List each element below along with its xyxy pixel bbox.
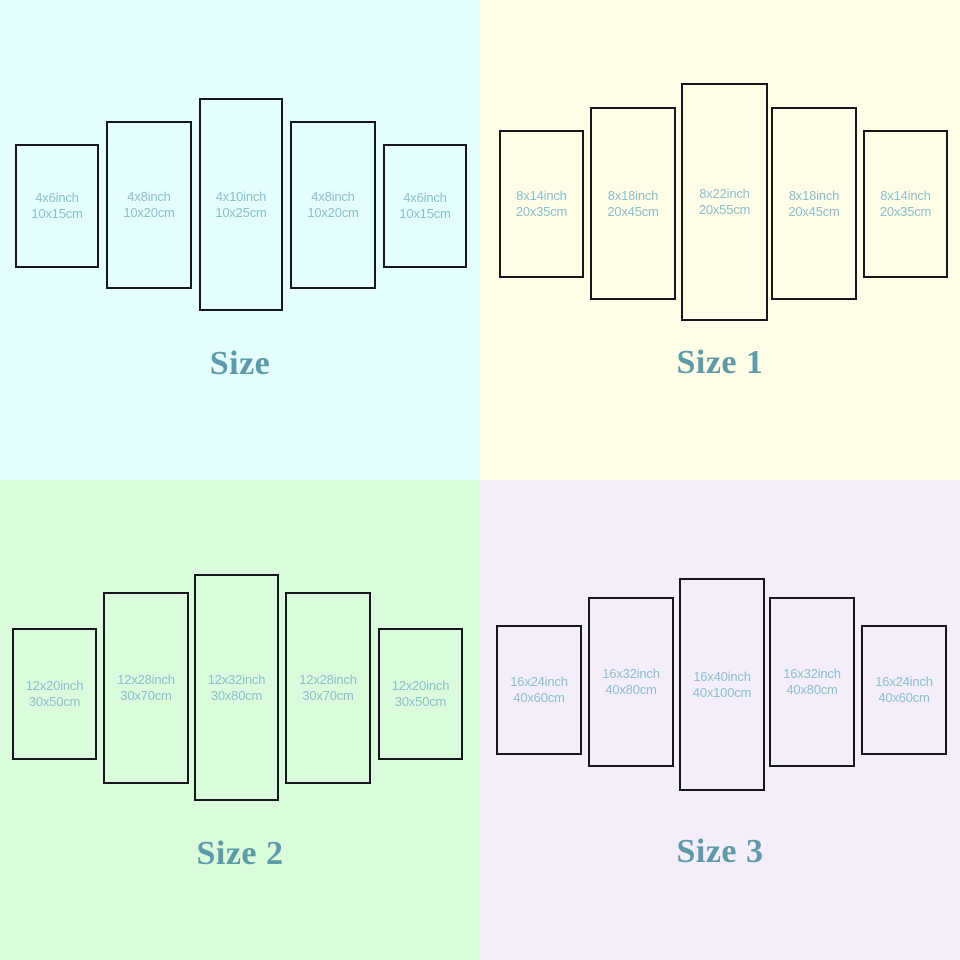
panel-size-inch: 8x14inch <box>516 188 567 204</box>
panel-size-cm: 10x20cm <box>123 205 175 220</box>
panel-size-inch: 12x32inch <box>207 671 266 687</box>
panel-size-cm: 30x80cm <box>210 687 263 703</box>
panel-size-cm: 40x60cm <box>878 690 930 705</box>
panel-size-cm: 10x20cm <box>307 205 359 220</box>
panel-size-inch: 16x40inch <box>693 668 751 684</box>
panel-size-inch: 16x24inch <box>510 674 568 690</box>
panel-size-inch: 12x28inch <box>117 672 175 688</box>
panel-size-inch: 4x8inch <box>127 189 171 205</box>
panel-size-cm: 10x25cm <box>215 204 267 220</box>
panel-size-inch: 12x20inch <box>391 678 450 694</box>
panel-size-cm: 10x15cm <box>399 206 451 221</box>
panel-size-cm: 20x35cm <box>515 204 568 219</box>
panel-size-cm: 40x60cm <box>513 690 565 705</box>
panel-size-cm: 30x50cm <box>394 694 447 709</box>
panel-size-cm: 20x55cm <box>698 202 751 217</box>
panel-size-cm: 10x15cm <box>31 206 83 221</box>
panel-size-inch: 16x32inch <box>783 666 841 682</box>
panel-size-cm: 40x80cm <box>786 682 838 697</box>
panel-size-inch: 12x20inch <box>25 678 84 694</box>
panel-size-inch: 4x8inch <box>311 189 355 205</box>
quadrant-title-size-1: Size 1 <box>676 344 764 381</box>
quadrant-title-size-2: Size 2 <box>196 835 284 872</box>
panel-size-inch: 8x18inch <box>607 187 659 203</box>
panel-size-cm: 40x80cm <box>605 682 657 697</box>
panel-size-cm: 20x35cm <box>879 204 932 219</box>
panel-size-cm: 30x70cm <box>120 688 172 703</box>
panel-size-inch: 16x32inch <box>602 666 660 682</box>
panel-size-inch: 16x24inch <box>875 674 933 690</box>
panel-size-cm: 30x70cm <box>302 688 354 703</box>
quadrant-title-size: Size <box>209 345 271 382</box>
panel-size-cm: 20x45cm <box>788 203 840 219</box>
panel-size-inch: 4x10inch <box>215 188 267 204</box>
panel-size-inch: 4x6inch <box>35 190 79 206</box>
quadrant-title-size-3: Size 3 <box>676 833 764 870</box>
panel-size-cm: 20x45cm <box>607 203 659 219</box>
panel-size-inch: 12x28inch <box>299 672 357 688</box>
panel-size-inch: 4x6inch <box>403 190 447 206</box>
panel-size-cm: 30x50cm <box>28 694 81 709</box>
panel-size-cm: 40x100cm <box>692 684 752 700</box>
panel-size-inch: 8x22inch <box>699 186 750 202</box>
panel-size-inch: 8x18inch <box>788 187 840 203</box>
panel-size-inch: 8x14inch <box>880 188 931 204</box>
